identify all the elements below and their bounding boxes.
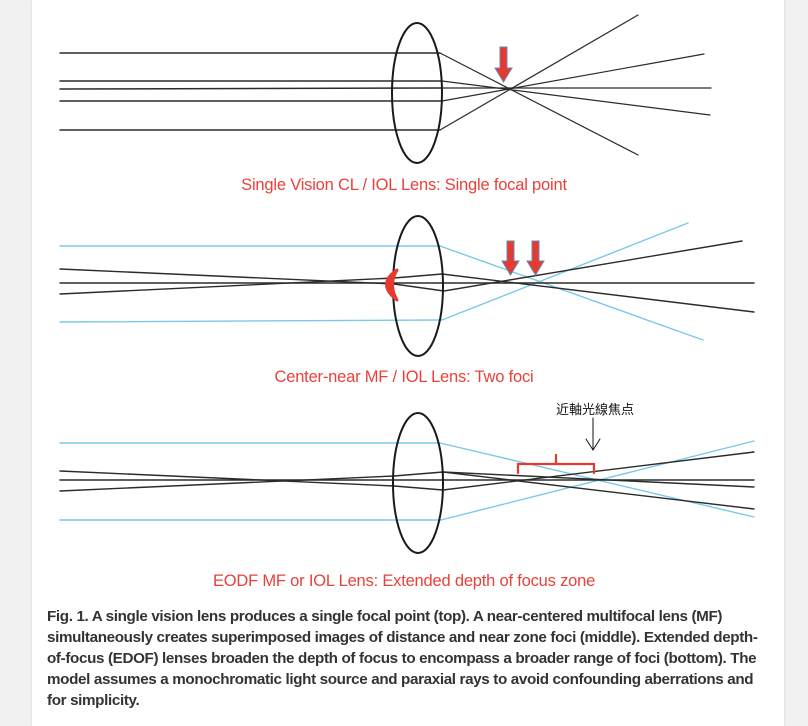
edof-diagram xyxy=(59,412,755,554)
lens xyxy=(391,22,443,164)
ray xyxy=(439,52,639,156)
lens xyxy=(392,412,444,554)
ray xyxy=(59,277,395,295)
ray xyxy=(393,240,743,292)
ray xyxy=(442,471,755,510)
single-vision-diagram xyxy=(59,14,712,164)
focus-arrow-icon xyxy=(526,240,545,276)
center-near-mf-label: Center-near MF / IOL Lens: Two foci xyxy=(274,368,534,386)
figure-panel xyxy=(32,0,784,726)
ray xyxy=(441,80,711,116)
incoming-rays xyxy=(59,52,443,131)
distance-rays xyxy=(59,222,704,341)
edof-label: EODF MF or IOL Lens: Extended depth of f… xyxy=(212,572,596,590)
focus-zone-bracket xyxy=(516,453,596,475)
near-rays xyxy=(59,240,755,313)
paraxial-focus-arrow-icon xyxy=(585,417,601,451)
ray xyxy=(441,222,689,321)
single-vision-label: Single Vision CL / IOL Lens: Single foca… xyxy=(241,176,567,194)
ray xyxy=(441,53,705,102)
ray xyxy=(59,268,395,285)
lens xyxy=(392,215,444,357)
ray xyxy=(439,245,704,341)
near-zone-icon xyxy=(385,268,399,302)
ray xyxy=(439,14,639,131)
ray xyxy=(59,470,395,487)
ray xyxy=(59,87,443,90)
ray xyxy=(59,475,395,492)
edof-rays xyxy=(59,451,755,510)
refracted-rays xyxy=(439,14,712,156)
center-near-mf-diagram xyxy=(59,215,755,357)
ray xyxy=(59,319,443,323)
ray xyxy=(393,273,755,313)
focus-arrow-icon xyxy=(501,240,520,276)
paraxial-focus-annotation: 近軸光線焦点 xyxy=(555,403,634,418)
figure-caption: Fig. 1. A single vision lens produces a … xyxy=(47,608,758,709)
focus-arrow-icon xyxy=(494,46,513,83)
